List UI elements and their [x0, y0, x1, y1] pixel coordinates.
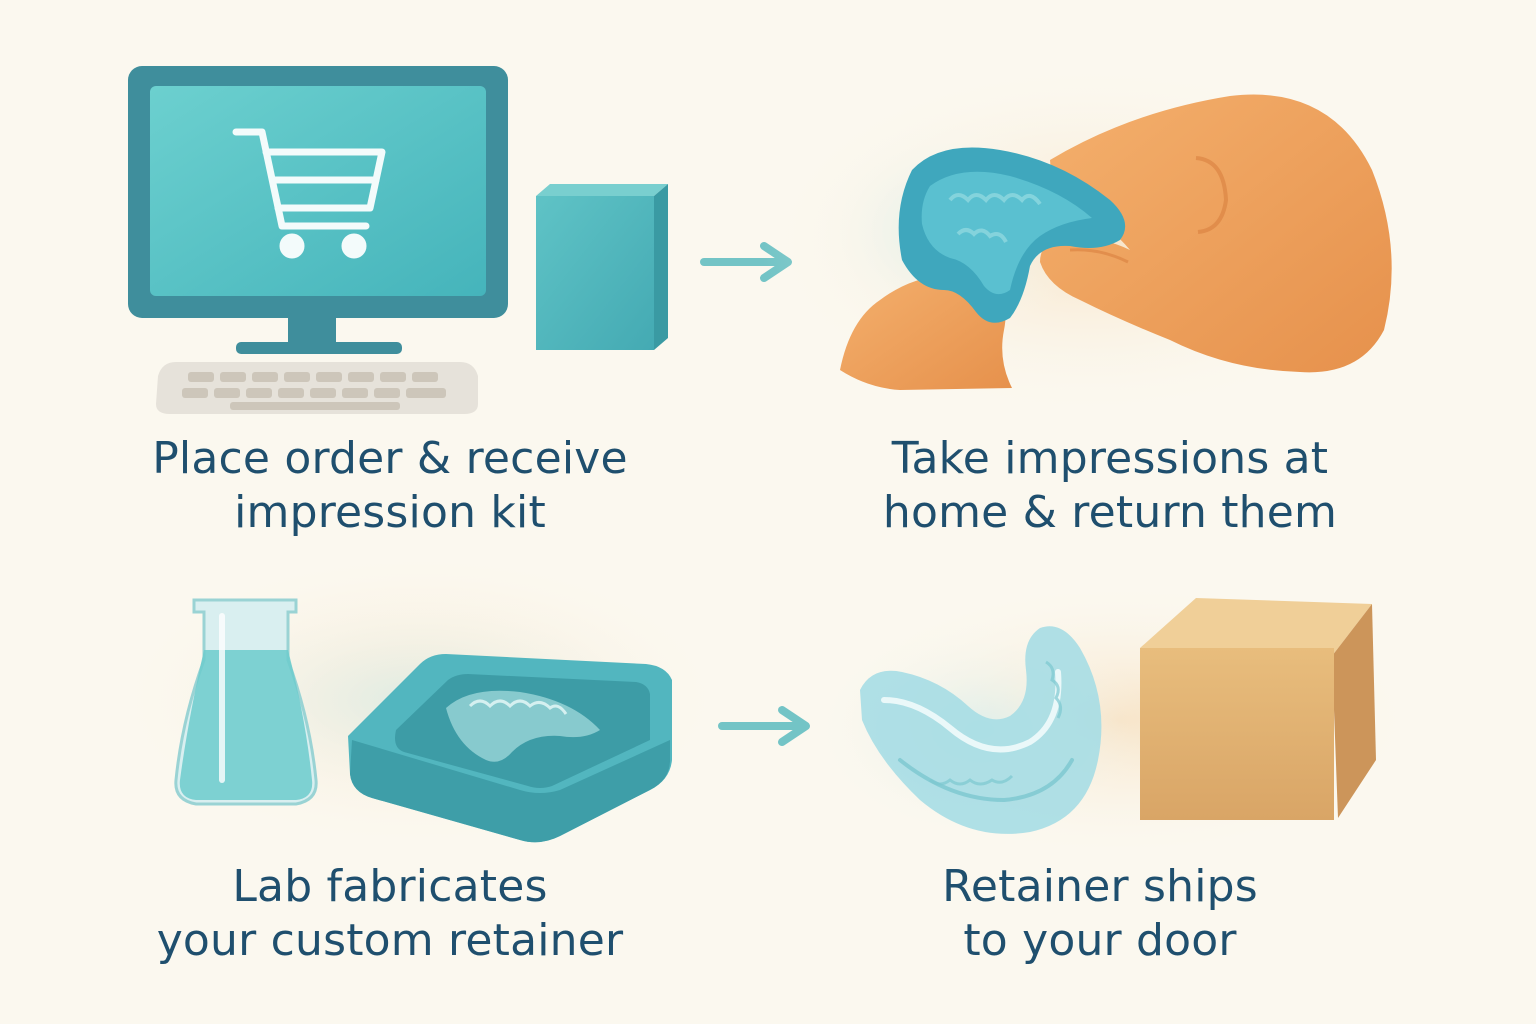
step-1-caption: Place order & receive impression kit [130, 432, 650, 540]
step-4-caption-line1: Retainer ships [942, 861, 1258, 912]
shopping-cart-icon [232, 128, 386, 259]
step2-illustration [760, 60, 1420, 420]
step-2-caption-line1: Take impressions at [891, 433, 1329, 484]
computer-monitor-icon [128, 66, 508, 354]
impression-tray-icon [898, 147, 1126, 323]
retainer-icon [860, 626, 1102, 834]
step4-illustration [810, 580, 1420, 860]
step-1-caption-line1: Place order & receive [152, 433, 628, 484]
step3-illustration [110, 550, 730, 850]
step-3-caption-line2: your custom retainer [156, 915, 624, 966]
step-1-caption-line2: impression kit [234, 487, 546, 538]
step-3-caption-line1: Lab fabricates [232, 861, 548, 912]
shipping-box-icon [1140, 598, 1376, 820]
step-3-caption: Lab fabricates your custom retainer [130, 860, 650, 968]
computer-tower-icon [536, 184, 668, 350]
beaker-icon [174, 598, 318, 806]
step-4-caption-line2: to your door [963, 915, 1237, 966]
step1-illustration [128, 66, 668, 414]
mold-tray-icon [348, 654, 672, 843]
step-2-caption-line2: home & return them [882, 487, 1338, 538]
keyboard-icon [156, 362, 478, 414]
step-4-caption: Retainer ships to your door [880, 860, 1320, 968]
arrow-right-icon [718, 706, 810, 746]
step-2-caption: Take impressions at home & return them [840, 432, 1380, 540]
